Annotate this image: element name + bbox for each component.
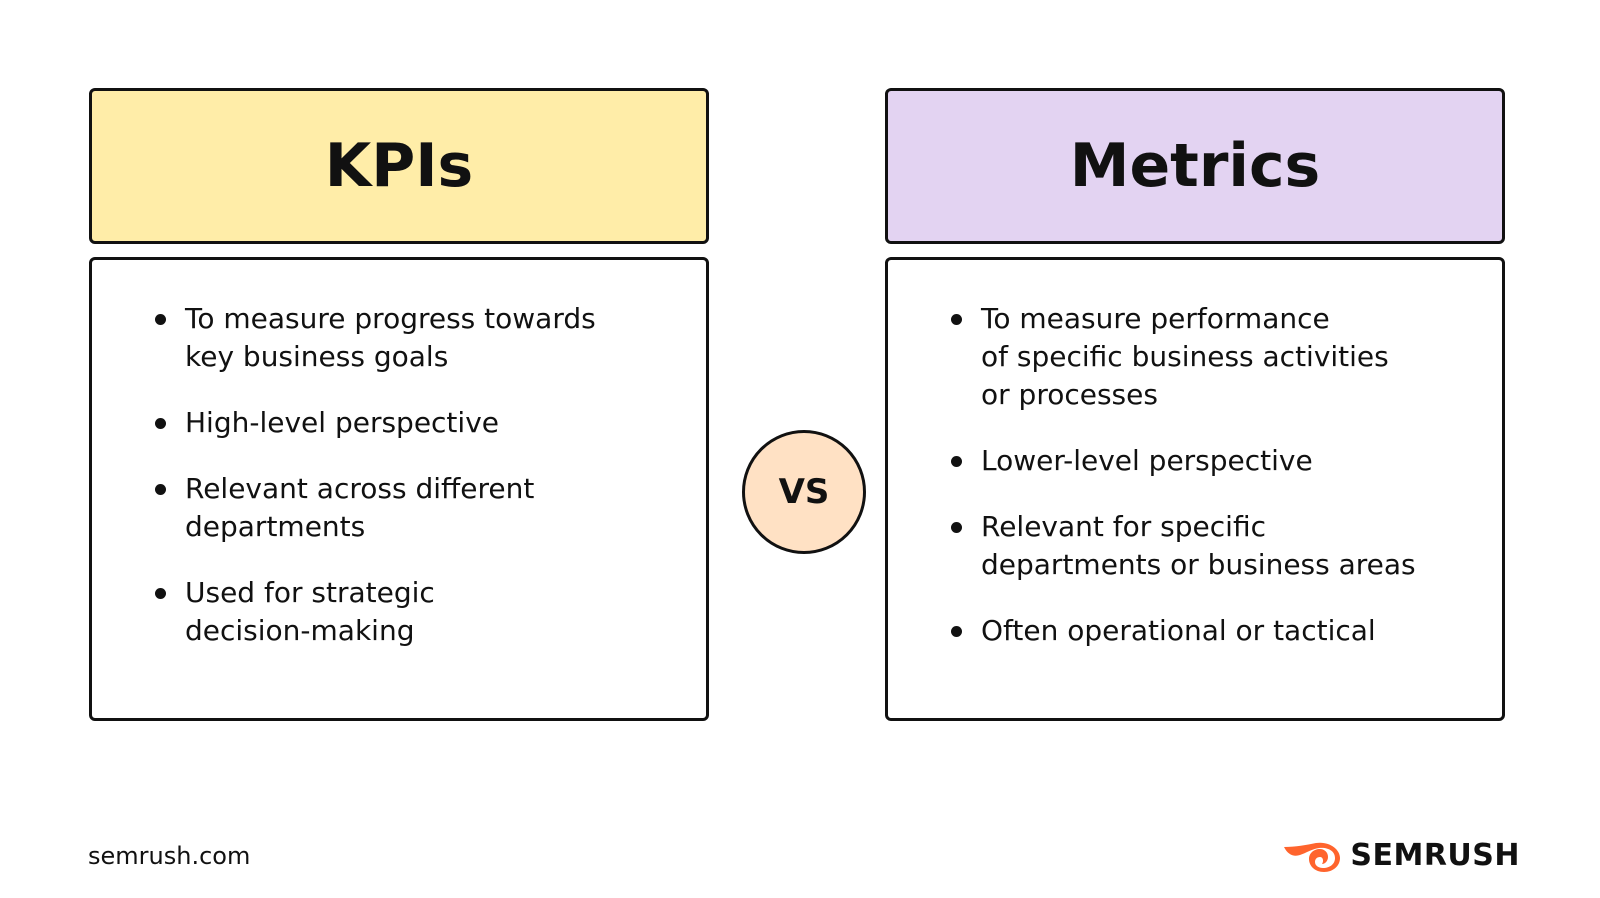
kpis-column: KPIs To measure progress towards key bus… xyxy=(89,88,709,721)
metrics-list-box: To measure performance of specific busin… xyxy=(885,257,1505,721)
brand-logo: SEMRUSH xyxy=(1282,838,1520,873)
kpis-list-item: Used for strategic decision-making xyxy=(152,574,666,650)
kpis-list-item: Relevant across different departments xyxy=(152,470,666,546)
kpis-title: KPIs xyxy=(324,131,474,201)
kpis-header: KPIs xyxy=(89,88,709,244)
metrics-list-item: Relevant for specific departments or bus… xyxy=(948,508,1462,584)
metrics-list: To measure performance of specific busin… xyxy=(948,300,1462,650)
metrics-list-item: Lower-level perspective xyxy=(948,442,1462,480)
vs-label: VS xyxy=(778,472,830,512)
metrics-title: Metrics xyxy=(1069,131,1321,201)
kpis-list-box: To measure progress towards key business… xyxy=(89,257,709,721)
brand-name: SEMRUSH xyxy=(1350,838,1520,873)
vs-badge: VS xyxy=(742,430,866,554)
semrush-logo-icon xyxy=(1284,842,1341,872)
kpis-list-item: To measure progress towards key business… xyxy=(152,300,666,376)
metrics-column: Metrics To measure performance of specif… xyxy=(885,88,1505,721)
metrics-list-item: To measure performance of specific busin… xyxy=(948,300,1462,414)
kpis-list: To measure progress towards key business… xyxy=(152,300,666,650)
metrics-header: Metrics xyxy=(885,88,1505,244)
footer-url: semrush.com xyxy=(88,842,251,870)
kpis-list-item: High-level perspective xyxy=(152,404,666,442)
metrics-list-item: Often operational or tactical xyxy=(948,612,1462,650)
